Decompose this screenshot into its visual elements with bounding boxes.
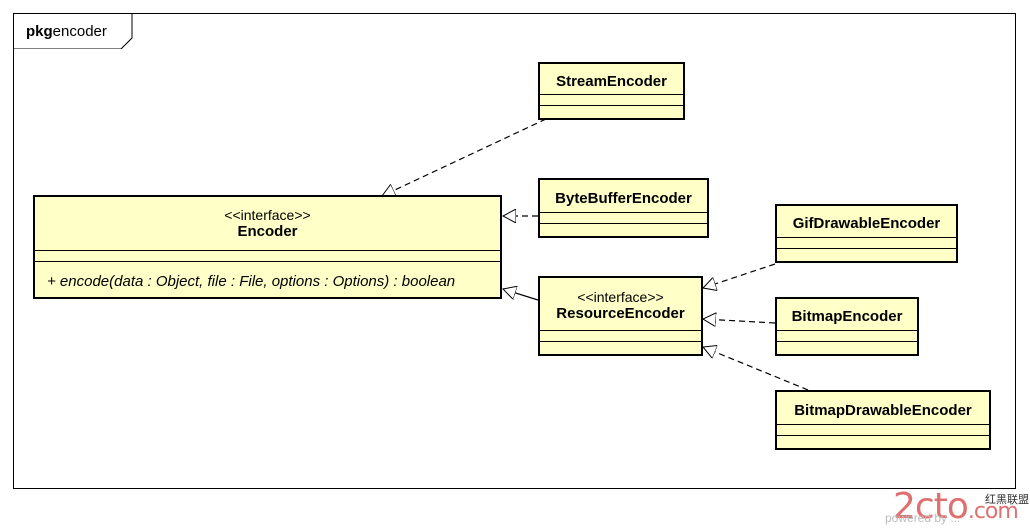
class-name: StreamEncoder [556,73,667,90]
class-name: GifDrawableEncoder [792,215,941,232]
operation-separator [777,341,917,342]
operation-separator [540,105,683,106]
attribute-separator [777,424,989,425]
operation-separator [777,248,956,249]
package-name: encoder [52,23,107,40]
stereotype-label: <<interface>> [224,207,311,223]
package-tab [13,13,133,49]
generalization-resource-encoder [503,289,539,301]
operation-separator [540,341,701,342]
class-name: BitmapDrawableEncoder [794,402,972,419]
attribute-separator [35,250,500,251]
realization-bitmapdrawable-encoder [703,347,809,391]
class-resource-encoder[interactable]: <<interface>> ResourceEncoder [538,276,703,356]
attribute-separator [540,94,683,95]
package-frame [13,13,1016,489]
class-bytebuffer-encoder[interactable]: ByteBufferEncoder [538,178,709,238]
attribute-separator [777,330,917,331]
operation-encode: + encode(data : Object, file : File, opt… [47,273,456,290]
class-encoder[interactable]: <<interface>> Encoder + encode(data : Ob… [33,195,502,299]
watermark-tag: 红黑联盟 [985,494,1029,506]
realization-gifdrawable-encoder [703,263,776,288]
attribute-separator [540,212,707,213]
watermark-logo: 2cto.com [893,486,1019,527]
realization-bitmap-encoder [703,319,776,323]
attribute-separator [540,330,701,331]
class-name: ResourceEncoder [556,305,685,322]
class-header: <<interface>> Encoder [35,197,500,240]
watermark-powered: powered by ... [885,511,961,525]
class-gifdrawable-encoder[interactable]: GifDrawableEncoder [775,204,958,263]
class-bitmap-encoder[interactable]: BitmapEncoder [775,297,919,356]
operation-separator [777,435,989,436]
class-bitmapdrawable-encoder[interactable]: BitmapDrawableEncoder [775,390,991,450]
class-header: <<interface>> ResourceEncoder [540,278,701,322]
class-name: BitmapEncoder [791,308,903,325]
operation-separator [540,223,707,224]
attribute-separator [777,237,956,238]
watermark-suffix: .com [967,499,1019,524]
watermark-logo-text: 2cto [893,486,969,527]
operation-separator [35,261,500,262]
package-label: pkgencoder [26,23,107,40]
package-keyword: pkg [26,23,53,40]
class-name: ByteBufferEncoder [555,190,692,207]
class-name: Encoder [237,223,298,240]
realization-stream-encoder [382,118,547,196]
stereotype-label: <<interface>> [577,289,664,305]
class-stream-encoder[interactable]: StreamEncoder [538,62,685,120]
